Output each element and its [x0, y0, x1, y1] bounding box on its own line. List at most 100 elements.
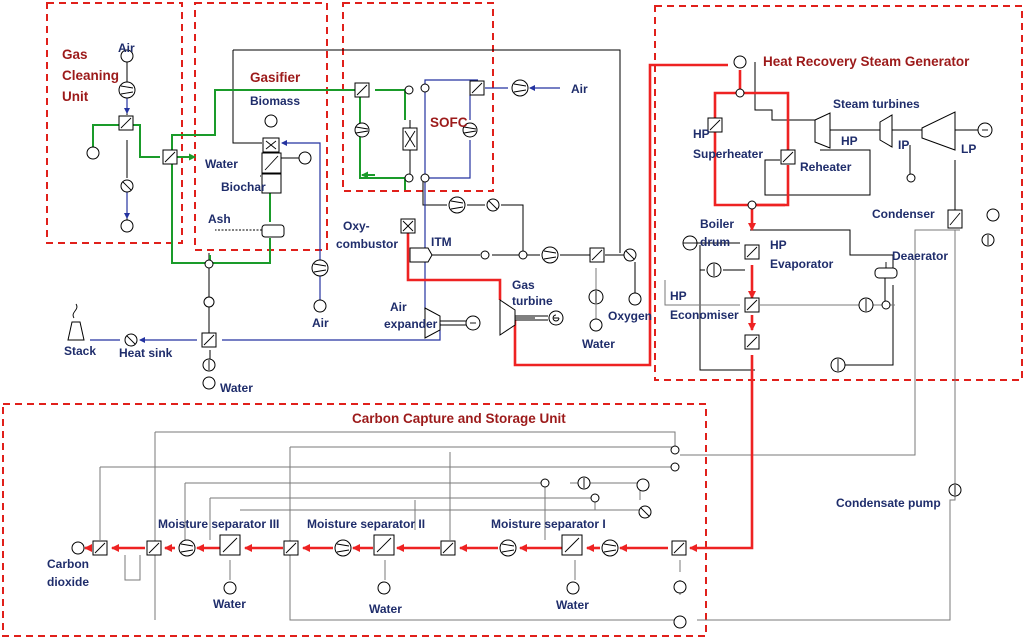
- stack-chimney: [67, 321, 85, 341]
- heat-exchanger: [589, 247, 605, 263]
- label-itm: ITM: [431, 235, 452, 249]
- compressor: [354, 122, 370, 138]
- components: [67, 49, 1000, 629]
- splitter-node: [735, 88, 745, 98]
- pump: [858, 297, 874, 313]
- splitter-node: [590, 493, 600, 503]
- boiler-drum-vessel: [682, 235, 698, 251]
- heat-exchanger: [201, 332, 217, 348]
- source-node: [298, 151, 312, 165]
- mixer-node: [204, 259, 214, 269]
- label-water-ms2: Water: [369, 602, 402, 616]
- splitter-node: [670, 445, 680, 455]
- sink-node: [673, 615, 687, 629]
- label-air-sofc: Air: [571, 82, 588, 96]
- label-ash: Ash: [208, 212, 231, 226]
- ip-steam-turbine: [879, 114, 893, 148]
- air-expander-unit: [424, 307, 441, 339]
- splitter-node: [733, 55, 747, 69]
- valve: [623, 248, 637, 262]
- lp-steam-turbine: [921, 111, 956, 151]
- source-node: [120, 49, 134, 63]
- heat-exchanger: [146, 540, 162, 556]
- label-stack: Stack: [64, 344, 96, 358]
- valve: [638, 505, 652, 519]
- label-lp-turbine: LP: [961, 142, 976, 156]
- gasifier-unit-title: Gasifier: [250, 70, 301, 85]
- splitter-node: [881, 300, 891, 310]
- source-node: [673, 580, 687, 594]
- label-hp-turbine: HP: [841, 134, 858, 148]
- label-ip-turbine: IP: [898, 138, 909, 152]
- generator: [548, 310, 564, 326]
- hp-economiser-exchanger: [744, 297, 760, 313]
- cyclone: [261, 173, 282, 194]
- splitter-node: [404, 173, 414, 183]
- label-oxy-combustor: Oxy-combustor: [336, 219, 398, 251]
- source-node: [313, 299, 327, 313]
- pump: [981, 233, 995, 247]
- splitter-node: [404, 85, 414, 95]
- gas-turbine-unit: [499, 299, 516, 336]
- sink-node: [628, 292, 642, 306]
- compressor: [462, 122, 478, 138]
- label-moisture-separator-2: Moisture separator II: [307, 517, 425, 531]
- itm-membrane: [409, 247, 433, 263]
- sofc-unit-title: SOFC: [430, 115, 468, 130]
- heat-exchanger: [162, 149, 178, 165]
- label-reheater: Reheater: [800, 160, 852, 174]
- hp-steam-turbine: [814, 112, 831, 149]
- splitter-node: [906, 173, 916, 183]
- sink-node: [120, 219, 134, 233]
- label-water-ms3: Water: [213, 597, 246, 611]
- label-steam-turbines: Steam turbines: [833, 97, 920, 111]
- gas-cleaning-unit-boundary: [46, 2, 183, 244]
- heat-exchanger: [92, 540, 108, 556]
- pump: [577, 476, 591, 490]
- splitter-node: [203, 296, 215, 308]
- heat-exchanger: [440, 540, 456, 556]
- ash-separator: [261, 224, 285, 238]
- heat-exchanger: [469, 80, 485, 96]
- compressor: [178, 539, 196, 557]
- sink-node: [223, 581, 237, 595]
- splitter-node: [420, 83, 430, 93]
- label-oxygen: Oxygen: [608, 309, 652, 323]
- component-labels: Air Biomass Water Biochar Ash Air Oxy-co…: [47, 41, 976, 616]
- red-flue-gas-lines: [84, 63, 792, 552]
- heat-exchanger: [283, 540, 299, 556]
- label-condensate-pump: Condensate pump: [836, 496, 941, 510]
- label-biochar: Biochar: [221, 180, 266, 194]
- recycle-fan: [448, 196, 466, 214]
- source-node: [636, 478, 650, 492]
- sofc-cell: [402, 127, 418, 151]
- compressor: [601, 539, 619, 557]
- generator: [465, 315, 481, 331]
- moisture-separator-1-vessel: [561, 534, 583, 556]
- label-deaerator: Deaerator: [892, 249, 948, 263]
- air-compressor: [511, 79, 529, 97]
- hrsg-unit-title: Heat Recovery Steam Generator: [763, 54, 970, 69]
- label-water-hx: Water: [582, 337, 615, 351]
- black-process-lines: [126, 49, 956, 371]
- label-moisture-separator-1: Moisture separator I: [491, 517, 606, 531]
- moisture-separator-3-vessel: [219, 534, 241, 556]
- source-node: [589, 318, 603, 332]
- label-condenser: Condenser: [872, 207, 935, 221]
- label-heat-sink: Heat sink: [119, 346, 173, 360]
- label-air-blower: Air: [312, 316, 329, 330]
- hrsg-unit-boundary: [654, 5, 1023, 381]
- splitter-node: [540, 478, 550, 488]
- pump: [706, 262, 722, 278]
- label-air-gcu: Air: [118, 41, 135, 55]
- condenser-exchanger: [947, 209, 963, 229]
- heat-exchanger: [671, 540, 687, 556]
- pump: [830, 357, 846, 373]
